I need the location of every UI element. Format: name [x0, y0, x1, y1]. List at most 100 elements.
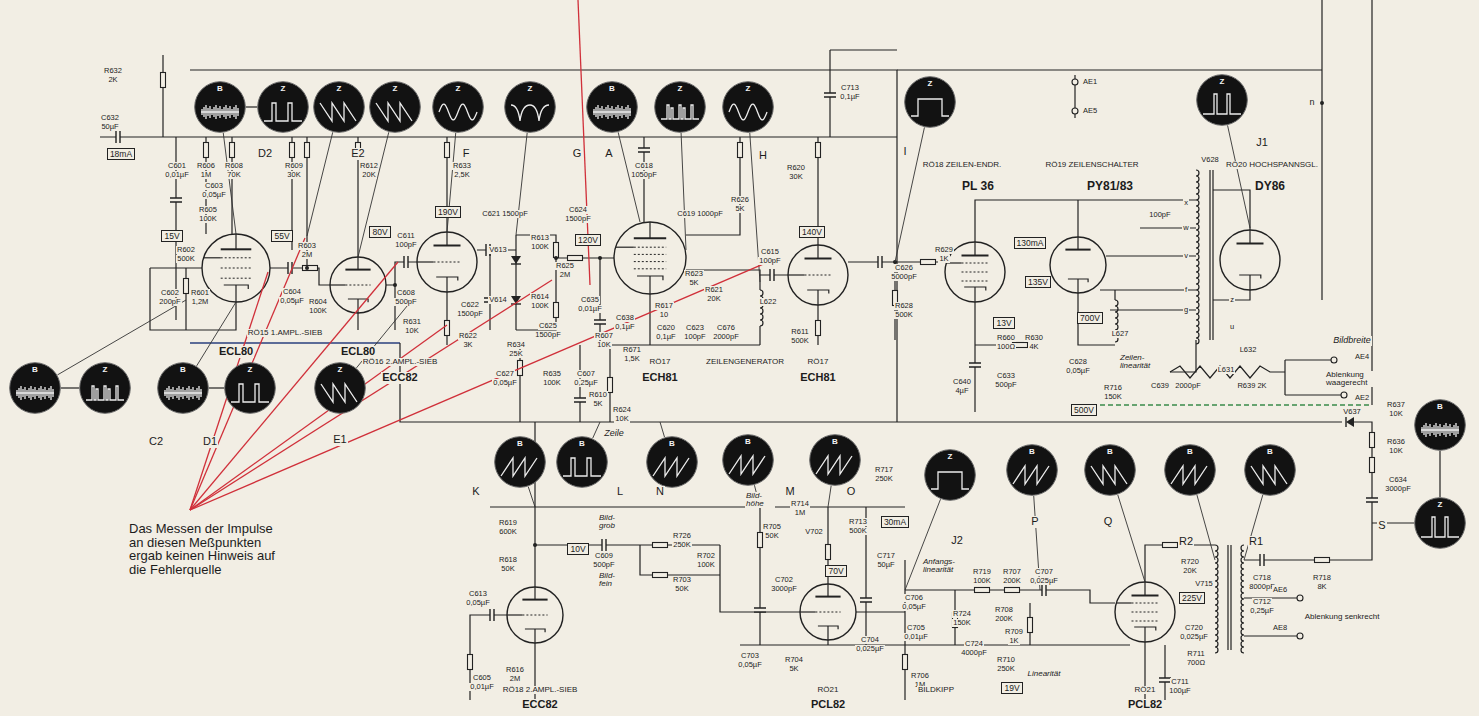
terminal: [1341, 392, 1347, 398]
schematic-label: C609: [594, 552, 614, 560]
schematic-label: 10K: [1388, 447, 1403, 455]
node-text: 30mA: [884, 517, 906, 527]
node-text: Z: [369, 81, 421, 93]
junction-dot: [305, 266, 309, 270]
schematic-label: C706: [904, 594, 924, 602]
node-text: Z: [924, 449, 976, 461]
waveform: [376, 103, 412, 121]
resistor-symbol: [816, 321, 821, 336]
capacitor-symbol: [602, 539, 606, 551]
schematic-label: 0,05µF: [201, 191, 227, 199]
tube-lead: [616, 247, 634, 248]
schematic-label: 3000pF: [770, 585, 797, 593]
schematic-label: L632: [1239, 346, 1258, 354]
schematic-label: R708: [994, 606, 1014, 614]
schematic-label: P: [1030, 516, 1039, 528]
node-text: B: [722, 434, 774, 446]
schematic-label: H: [758, 150, 768, 162]
waveform: [593, 105, 631, 119]
node-text: 18mA: [110, 149, 132, 159]
schematic-label: C622: [460, 301, 480, 309]
voltage-box: 15V: [161, 230, 182, 243]
wire: [1170, 340, 1196, 372]
schematic-label: C603: [204, 182, 224, 190]
tube-grid: [522, 615, 547, 616]
wire: [827, 640, 828, 645]
schematic-label: S: [1377, 520, 1386, 532]
schematic-label: 150K: [952, 619, 972, 627]
tube-grid: [221, 257, 252, 258]
schematic-label: R606: [196, 162, 216, 170]
scope-trace: B: [722, 434, 774, 486]
schematic-label: 250K: [874, 475, 894, 483]
voltage-box: 13V: [993, 317, 1014, 330]
schematic-label: 100K: [972, 577, 992, 585]
schematic-label: C623: [685, 324, 705, 332]
schematic-label: 0,05µF: [1065, 367, 1091, 375]
schematic-label: C718: [1252, 574, 1272, 582]
tube-lead: [235, 285, 236, 302]
voltage-box: 140V: [799, 226, 825, 239]
schematic-label: 3000pF: [1384, 485, 1411, 493]
schematic-label: Bildbreite: [1332, 336, 1372, 345]
wire: [1145, 545, 1215, 582]
wire: [1164, 645, 1165, 700]
node-text: Z: [504, 81, 556, 93]
capacitor-symbol: [770, 269, 774, 281]
waveform: [563, 458, 601, 476]
scope-face: [158, 363, 209, 414]
waveform: [1091, 466, 1127, 484]
scope-trace: Z: [257, 81, 309, 133]
waveform: [1251, 466, 1287, 484]
terminal: [1072, 79, 1078, 85]
wire: [1210, 170, 1213, 340]
schematic-label: C720: [1184, 624, 1204, 632]
scope-trace: Z: [79, 362, 131, 414]
scope-face: [314, 82, 365, 133]
schematic-label: RÖ19 ZEILENSCHALTER: [1044, 161, 1139, 169]
schematic-label: 0,025µF: [1179, 633, 1209, 641]
schematic-label: Bild- fein: [598, 572, 626, 589]
leader-line: [828, 486, 831, 507]
capacitor-symbol: [824, 93, 836, 97]
schematic-label: E2: [350, 148, 365, 160]
schematic-label: R703: [672, 576, 692, 584]
schematic-label: 0,01µF: [469, 683, 495, 691]
waveform: [320, 103, 356, 121]
schematic-label: R619: [498, 519, 518, 527]
terminal: [1297, 595, 1303, 601]
leader-line: [1228, 125, 1250, 228]
scope-trace: Z: [722, 81, 774, 133]
scope-face: [80, 363, 131, 414]
schematic-label: 1500pF: [534, 331, 561, 339]
node-text: B: [586, 81, 638, 93]
schematic-label: R603: [297, 242, 317, 250]
schematic-label: 2000pF: [1174, 382, 1201, 390]
schematic-label: 5000pF: [890, 273, 917, 281]
schematic-label: 0,025µF: [1029, 577, 1059, 585]
schematic-label: 500K: [848, 527, 868, 535]
resistor-symbol: [445, 143, 450, 158]
scope-trace: B: [1006, 444, 1058, 496]
wire: [150, 267, 202, 268]
scope-face: [647, 437, 698, 488]
waveform: [1171, 466, 1207, 484]
resistor-symbol: [816, 143, 821, 158]
schematic-label: C702: [774, 576, 794, 584]
schematic-label: V715: [1194, 580, 1214, 588]
capacitor-gap: [1159, 678, 1171, 682]
schematic-label: R636: [1386, 438, 1406, 446]
schematic-label: 70K: [226, 171, 241, 179]
node-text: Z: [722, 81, 774, 93]
tube-lead: [204, 257, 221, 258]
schematic-label: R602: [176, 246, 196, 254]
tube-envelope: [1220, 230, 1280, 290]
waveform: [653, 458, 689, 476]
scope-trace: B: [1244, 444, 1296, 496]
wire: [759, 326, 760, 345]
schematic-label: 1,5K: [623, 355, 640, 363]
node-text: 15V: [164, 231, 179, 241]
node-text: 19V: [1004, 683, 1019, 693]
scope-trace: B: [194, 81, 246, 133]
schematic-label: RÖ18 2.AMPL.-SIEB: [502, 686, 579, 694]
